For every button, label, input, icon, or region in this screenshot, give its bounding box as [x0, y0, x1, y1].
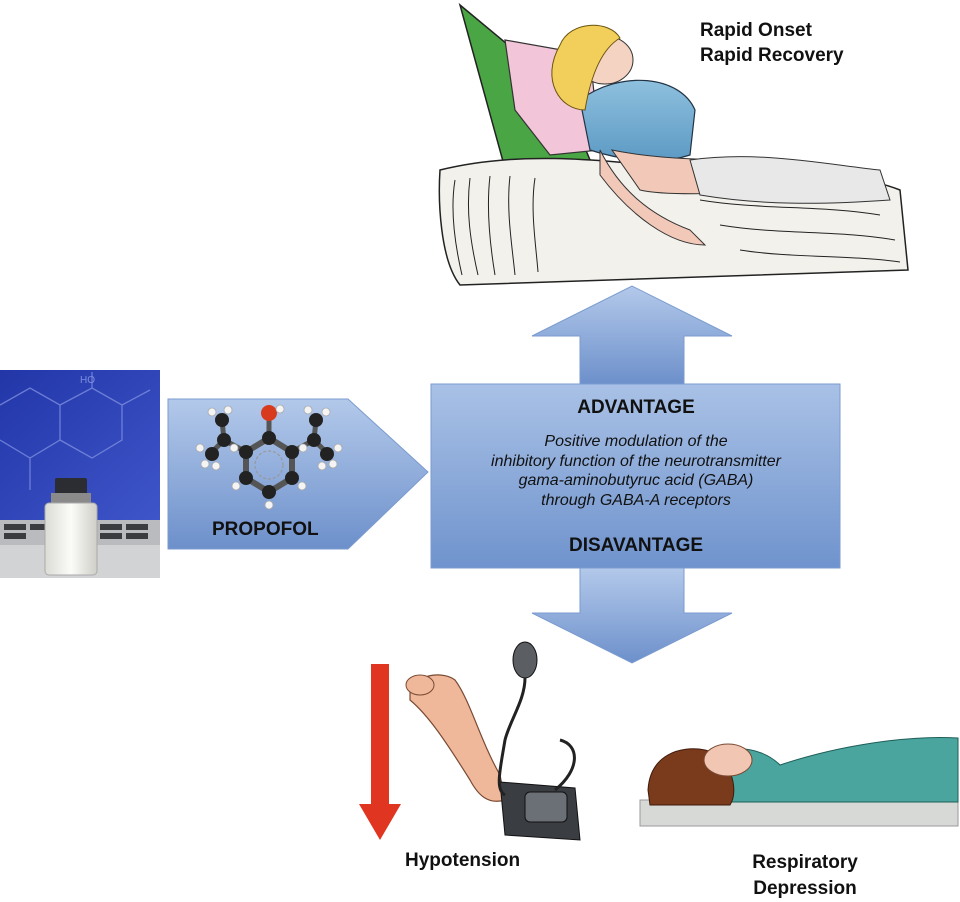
advantage-outcome-label: Rapid Onset Rapid Recovery [700, 18, 844, 68]
propofol-vial-photo: HO [0, 370, 160, 578]
mechanism-line: inhibitory function of the neurotransmit… [491, 452, 781, 470]
mechanism-box [430, 383, 841, 569]
mechanism-line: gama-aminobutyruc acid (GABA) [518, 472, 754, 489]
mechanism-line: Positive modulation of the [544, 433, 728, 450]
respiratory-text: Respiratory [752, 852, 858, 873]
svg-text:HO: HO [80, 375, 95, 386]
disadvantage-heading: DISAVANTAGE [568, 535, 704, 556]
up-arrow-head [531, 285, 733, 385]
respiratory-depression-label: Respiratory Depression [735, 850, 875, 902]
hypotension-label: Hypotension [405, 850, 521, 871]
propofol-molecule-model [195, 404, 343, 510]
mechanism-description: Positive modulation of the inhibitory fu… [434, 432, 838, 510]
drug-name-label: PROPOFOL [212, 519, 319, 540]
oxygen-atom [261, 405, 277, 421]
sedated-patient-illustration [438, 2, 909, 286]
rapid-onset-text: Rapid Onset [700, 20, 812, 41]
depression-text: Depression [753, 878, 857, 899]
supine-patient-illustration [639, 737, 959, 827]
blood-pressure-cuff-illustration [405, 641, 581, 841]
rapid-recovery-text: Rapid Recovery [700, 45, 844, 66]
propofol-arrow [167, 398, 429, 550]
down-arrow-head [531, 567, 733, 664]
central-double-arrow [430, 285, 841, 664]
advantage-heading: ADVANTAGE [577, 397, 695, 418]
decrease-arrow [359, 664, 401, 840]
mechanism-line: through GABA-A receptors [541, 491, 731, 509]
